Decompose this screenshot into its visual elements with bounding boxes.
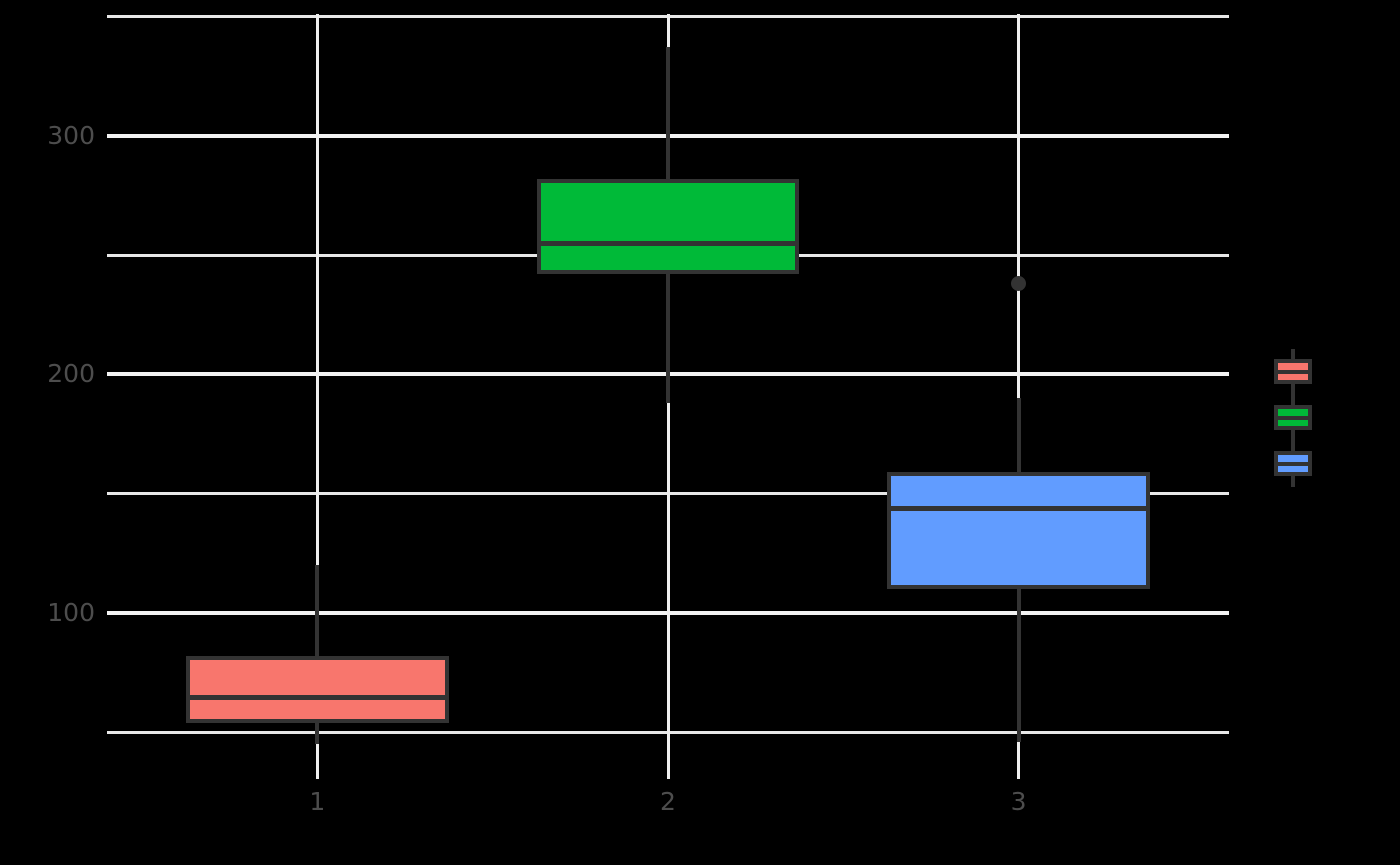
x-tick-label-2: 2 [660, 787, 676, 816]
y-tick-label-200: 200 [47, 359, 95, 389]
box-group-1 [185, 656, 449, 723]
legend-key-2 [1274, 395, 1312, 441]
whisker-group-1 [315, 565, 320, 745]
legend-key-3 [1274, 441, 1312, 487]
plot-panel [107, 14, 1229, 779]
x-tick-label-3: 3 [1010, 787, 1027, 816]
legend-key-1 [1274, 349, 1312, 395]
median-group-2 [536, 240, 800, 246]
box-group-3 [887, 472, 1151, 590]
legend-key-median-icon [1274, 462, 1312, 466]
x-tick-label-1: 1 [309, 787, 326, 816]
legend-key-median-icon [1274, 370, 1312, 374]
y-tick-label-100: 100 [47, 598, 95, 628]
median-group-3 [887, 505, 1151, 511]
v-gridline-3 [1017, 14, 1021, 779]
outlier-group-3-0 [1011, 276, 1027, 292]
legend-key-median-icon [1274, 416, 1312, 420]
median-group-1 [185, 695, 449, 701]
v-gridline-1 [315, 14, 319, 779]
box-group-2 [536, 178, 800, 275]
y-tick-label-300: 300 [47, 120, 95, 150]
